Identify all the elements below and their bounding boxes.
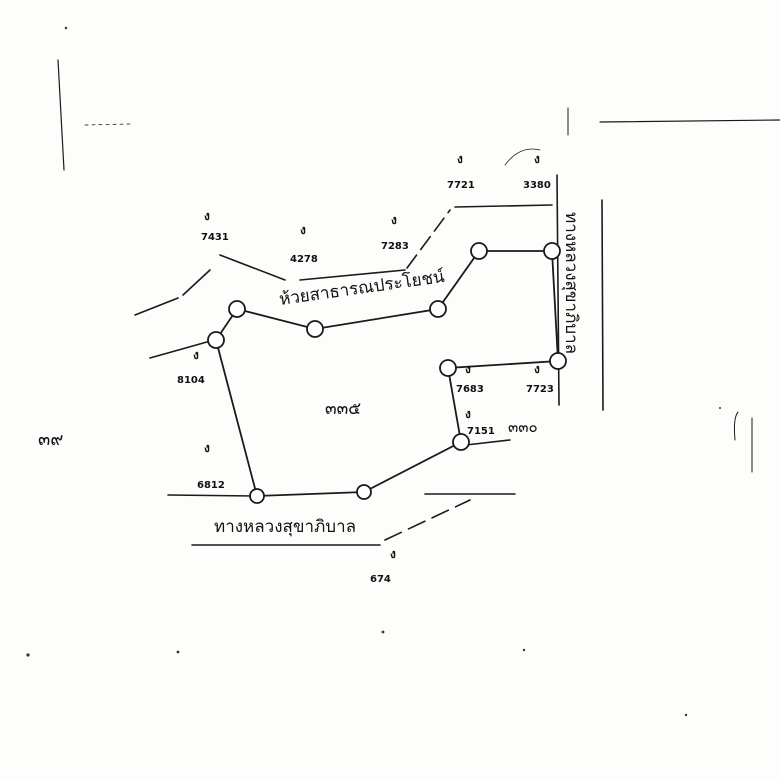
boundary-marker-vertex	[543, 242, 561, 260]
speck	[64, 26, 68, 30]
marker-symbol: ง	[193, 348, 199, 362]
boundary-line	[219, 254, 286, 281]
scan-edge-line	[733, 411, 739, 441]
boundary-line	[182, 269, 211, 296]
speck	[176, 650, 180, 654]
boundary-line	[454, 204, 553, 208]
scan-edge-line	[599, 119, 780, 123]
marker-symbol: ง	[465, 407, 471, 421]
marker-symbol: ง	[204, 209, 210, 223]
marker-code: 8104	[177, 375, 205, 386]
marker-code: 4278	[290, 254, 318, 265]
boundary-line	[299, 269, 406, 281]
boundary-marker-vertex	[429, 300, 447, 318]
adjacent-boundaries	[134, 148, 604, 546]
speck	[26, 653, 30, 657]
right-road-name: ทางหลวงสุขาภิบาล	[561, 212, 581, 354]
speck	[381, 630, 385, 634]
marker-code: 7431	[201, 232, 229, 243]
canal-name: ห้วยสาธารณประโยชน์	[278, 266, 446, 310]
boundary-line	[134, 297, 179, 316]
marker-code: 6812	[197, 480, 225, 491]
right-road-left-edge	[556, 174, 560, 406]
parcel-number: ๓๓๕	[325, 399, 361, 419]
marker-symbols: ง ง ง ง ง ง ง ง ง ง ง	[193, 152, 540, 561]
marker-code: 7721	[447, 180, 475, 191]
marker-code: 3380	[523, 180, 551, 191]
bottom-road-name: ทางหลวงสุขาภิบาล	[214, 517, 356, 537]
boundary-marker-vertex	[207, 331, 225, 349]
scan-specks	[26, 26, 721, 717]
speck	[684, 713, 688, 717]
boundary-marker-vertex	[549, 352, 567, 370]
boundary-marker-vertex	[249, 488, 265, 504]
boundary-marker-vertex	[452, 433, 470, 451]
bottom-road-top-edge	[167, 494, 257, 497]
right-road-right-edge	[601, 199, 604, 411]
scan-edge-line	[57, 59, 65, 171]
parcel-vertices	[207, 242, 567, 504]
boundary-marker-vertex	[470, 242, 488, 260]
marker-symbol: ง	[391, 213, 397, 227]
marker-code: 7683	[456, 384, 484, 395]
neighbor-parcel-number: ๓๓๐	[508, 418, 538, 436]
sheet-mark: ๓๙	[38, 429, 64, 450]
marker-symbol: ง	[204, 441, 210, 455]
marker-symbol: ง	[457, 152, 463, 166]
boundary-marker-vertex	[228, 300, 246, 318]
boundary-marker-vertex	[306, 320, 324, 338]
marker-symbol: ง	[465, 362, 471, 376]
speck	[719, 407, 721, 409]
marker-code: 674	[370, 574, 391, 585]
boundary-line	[149, 339, 215, 359]
bottom-road-bottom-edge-east	[384, 499, 471, 541]
marker-code: 7723	[526, 384, 554, 395]
marker-code: 7151	[467, 426, 495, 437]
boundary-line	[406, 209, 451, 269]
marker-symbol: ง	[390, 547, 396, 561]
scan-edge-line	[84, 123, 131, 126]
boundary-marker-vertex	[439, 359, 457, 377]
marker-symbol: ง	[300, 223, 306, 237]
marker-code: 7283	[381, 241, 409, 252]
boundary-marker-vertex	[356, 484, 372, 500]
boundary-line	[465, 439, 511, 446]
speck	[522, 648, 526, 652]
marker-symbol: ง	[534, 152, 540, 166]
parcel-boundary	[215, 250, 559, 497]
pencil-mark	[504, 148, 541, 166]
marker-codes: 7431 4278 7283 7721 3380 8104 7683 7723 …	[177, 180, 554, 585]
marker-symbol: ง	[534, 362, 540, 376]
